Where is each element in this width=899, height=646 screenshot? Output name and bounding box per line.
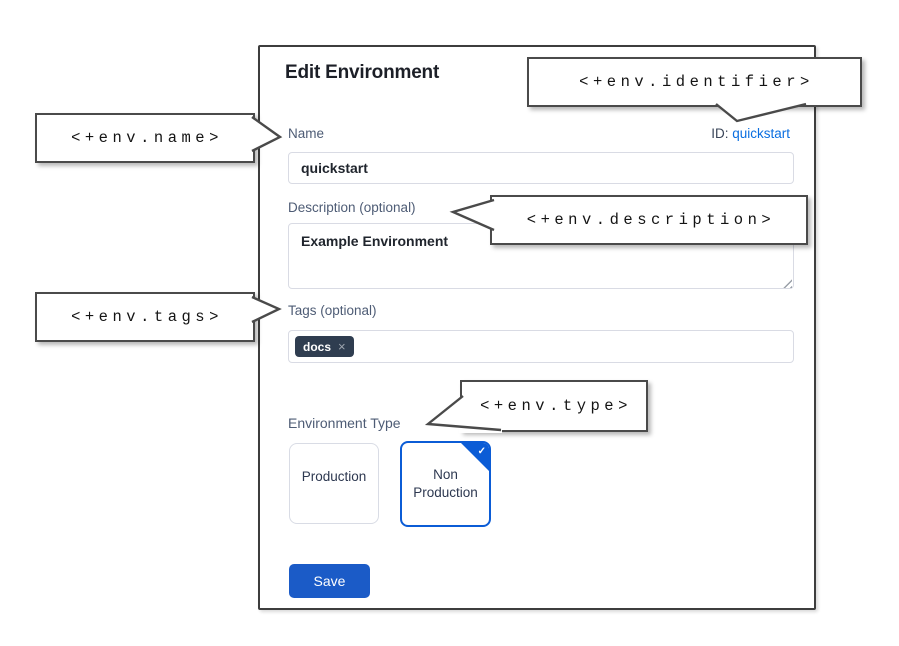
tag-chip: docs × bbox=[295, 336, 354, 357]
save-button[interactable]: Save bbox=[289, 564, 370, 598]
check-icon: ✓ bbox=[477, 446, 486, 457]
dialog-title: Edit Environment bbox=[285, 62, 440, 83]
resize-handle-icon[interactable] bbox=[781, 277, 792, 288]
type-card-production-label: Production bbox=[301, 469, 367, 484]
callout-env-type: <+env.type> bbox=[460, 380, 648, 432]
callout-env-tags: <+env.tags> bbox=[35, 292, 255, 342]
callout-border-mask bbox=[459, 429, 502, 433]
type-card-production[interactable]: Production bbox=[289, 443, 379, 524]
callout-env-description: <+env.description> bbox=[490, 195, 808, 245]
callout-border-mask bbox=[459, 397, 463, 432]
tags-label: Tags (optional) bbox=[288, 303, 377, 318]
environment-type-label: Environment Type bbox=[288, 415, 401, 431]
tag-chip-label: docs bbox=[303, 339, 332, 354]
description-label: Description (optional) bbox=[288, 200, 416, 215]
callout-env-identifier: <+env.identifier> bbox=[527, 57, 862, 107]
type-card-non-production-label: Non Production bbox=[413, 467, 478, 500]
callout-env-name: <+env.name> bbox=[35, 113, 255, 163]
name-label: Name bbox=[288, 126, 325, 141]
edit-environment-dialog: Edit Environment Name ID: quickstart Des… bbox=[258, 45, 816, 610]
type-card-non-production[interactable]: ✓ Non Production bbox=[400, 441, 491, 527]
id-row: ID: quickstart bbox=[711, 126, 790, 141]
selected-corner-fold bbox=[460, 443, 489, 472]
id-value-link[interactable]: quickstart bbox=[732, 126, 790, 141]
id-label: ID: bbox=[711, 126, 729, 141]
name-input[interactable] bbox=[288, 152, 794, 184]
remove-tag-icon[interactable]: × bbox=[338, 339, 346, 354]
tags-input[interactable]: docs × bbox=[288, 330, 794, 363]
